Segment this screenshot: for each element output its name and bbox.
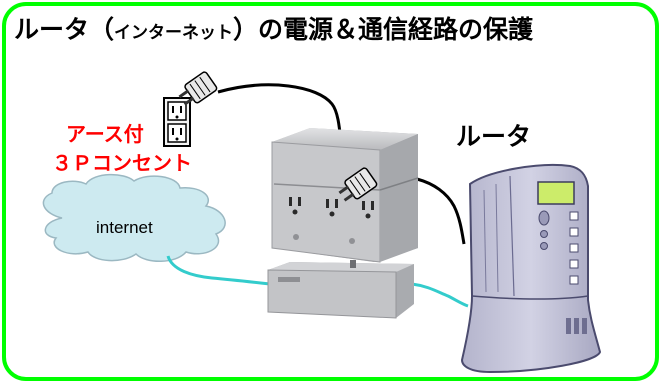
power-plug-router <box>338 167 378 202</box>
outlet-label-line2: ３Ｐコンセント <box>52 151 192 175</box>
router-device <box>460 163 602 374</box>
outlet-label-line1: アース付 <box>66 122 144 146</box>
power-plug-wall <box>178 71 218 106</box>
internet-cloud <box>42 173 226 262</box>
router-label: ルータ <box>456 122 532 151</box>
network-cable <box>166 255 271 286</box>
surge-protector <box>271 128 419 263</box>
network-cable-router <box>411 282 469 308</box>
title-part1: ルータ（ <box>14 15 115 44</box>
wall-outlet <box>163 97 191 147</box>
line-protector <box>267 260 414 319</box>
cloud-label: internet <box>96 218 153 237</box>
page-title: ルータ（インターネット）の電源＆通信経路の保護 <box>14 10 533 46</box>
title-part2: インターネット <box>114 23 234 43</box>
title-part3: ）の電源＆通信経路の保護 <box>233 15 534 44</box>
